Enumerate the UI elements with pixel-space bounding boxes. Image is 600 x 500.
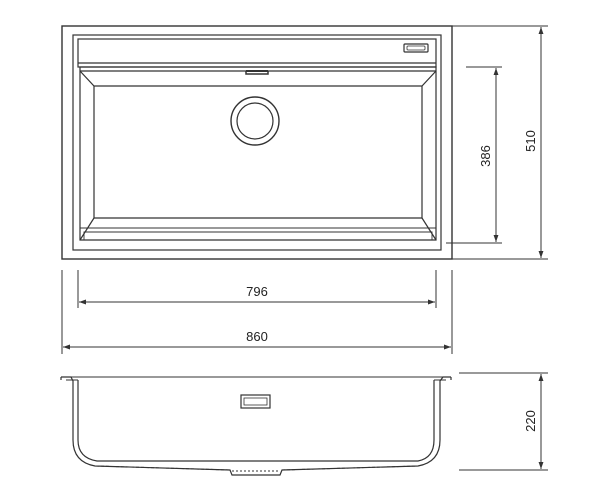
inner-width-label: 796	[246, 284, 268, 299]
dimension-lines-horizontal	[61, 270, 453, 354]
depth-label: 220	[523, 410, 538, 432]
sink-top-view	[61, 25, 453, 260]
bowl-outline	[79, 66, 437, 241]
side-outer-shell	[61, 376, 451, 476]
outer-length-label: 510	[523, 130, 538, 152]
outer-frame	[61, 25, 453, 260]
dimension-lines-right	[446, 25, 548, 260]
bowl-inner	[79, 70, 437, 87]
sink-side-view	[60, 376, 452, 476]
dimension-lines-depth	[459, 372, 548, 471]
outer-width-label: 860	[246, 329, 268, 344]
drain-outer	[230, 96, 280, 146]
side-inner-shell	[77, 380, 435, 462]
drain-inner	[236, 102, 274, 140]
inner-frame	[72, 34, 442, 251]
bowl-length-label: 386	[478, 145, 493, 167]
side-overflow-slot	[240, 394, 271, 409]
overflow-slot	[403, 43, 429, 53]
